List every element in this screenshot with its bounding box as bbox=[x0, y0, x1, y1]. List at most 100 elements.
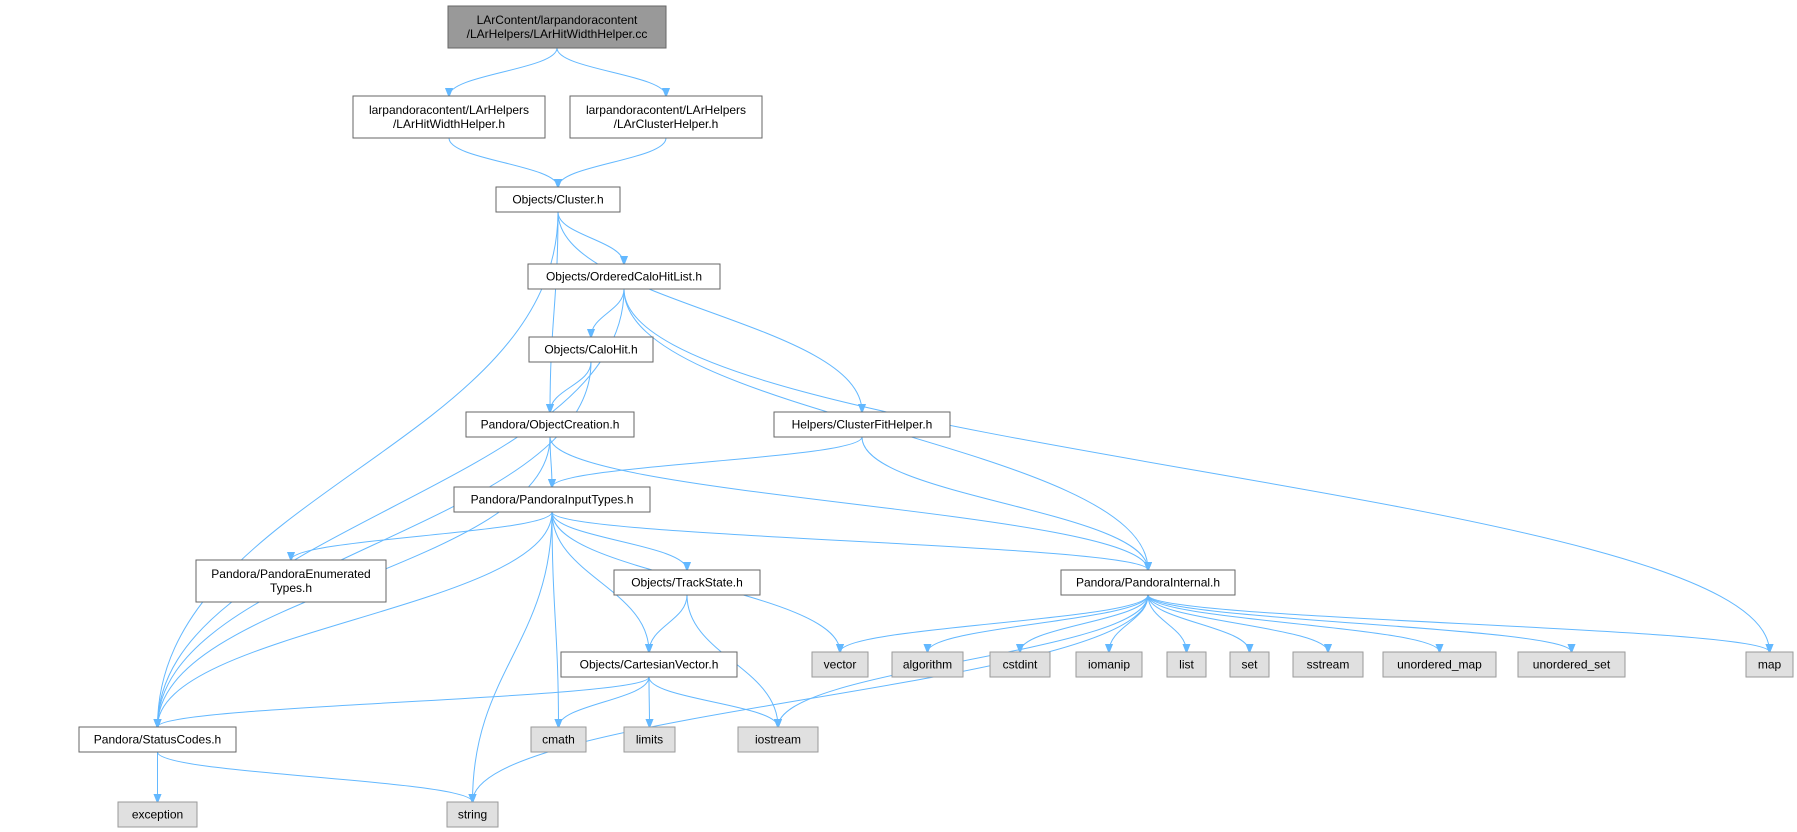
node-cmath: cmath bbox=[530, 726, 587, 753]
edge-input_types_h-to-string bbox=[473, 511, 553, 802]
node-label: sstream bbox=[1307, 658, 1350, 672]
node-label: LArContent/larpandoracontent bbox=[477, 13, 638, 27]
node-map: map bbox=[1745, 651, 1794, 678]
node-label: limits bbox=[636, 733, 663, 747]
edge-root-to-hitwidth_h bbox=[449, 47, 558, 96]
node-box bbox=[78, 726, 237, 753]
node-ordered-calohit-h[interactable]: Objects/OrderedCaloHitList.h bbox=[527, 263, 721, 290]
node-limits: limits bbox=[623, 726, 676, 753]
edge-pandora_internal_h-to-algorithm bbox=[928, 594, 1149, 652]
node-box bbox=[1745, 651, 1794, 678]
node-label: larpandoracontent/LArHelpers bbox=[586, 103, 746, 117]
node-label: /LArHelpers/LArHitWidthHelper.cc bbox=[467, 27, 648, 41]
edge-cluster_h-to-ordered_calohit_h bbox=[557, 211, 624, 264]
node-box bbox=[527, 263, 721, 290]
node-root[interactable]: LArContent/larpandoracontent/LArHelpers/… bbox=[447, 5, 667, 49]
node-label: Pandora/ObjectCreation.h bbox=[481, 418, 620, 432]
edge-pandora_internal_h-to-unordered_map bbox=[1147, 594, 1440, 652]
node-hitwidth-h[interactable]: larpandoracontent/LArHelpers/LArHitWidth… bbox=[352, 95, 546, 139]
edge-object_creation_h-to-input_types_h bbox=[550, 436, 552, 487]
node-label: Pandora/PandoraInternal.h bbox=[1076, 576, 1220, 590]
node-label: Objects/Cluster.h bbox=[512, 193, 603, 207]
node-box bbox=[811, 651, 869, 678]
node-algorithm: algorithm bbox=[891, 651, 964, 678]
node-input-types-h[interactable]: Pandora/PandoraInputTypes.h bbox=[453, 486, 651, 513]
node-box bbox=[530, 726, 587, 753]
node-label: Pandora/PandoraEnumerated bbox=[211, 567, 370, 581]
node-cartesian-vector-h[interactable]: Objects/CartesianVector.h bbox=[560, 651, 738, 678]
node-cluster-h[interactable]: Objects/Cluster.h bbox=[495, 186, 621, 213]
node-label: Objects/TrackState.h bbox=[631, 576, 743, 590]
edge-cartesian_vector_h-to-iostream bbox=[648, 676, 778, 727]
edge-input_types_h-to-track_state_h bbox=[551, 511, 687, 570]
edge-pandora_internal_h-to-sstream bbox=[1147, 594, 1328, 652]
edge-cluster_fit_helper_h-to-input_types_h bbox=[552, 436, 863, 487]
node-box bbox=[560, 651, 738, 678]
node-box bbox=[1060, 569, 1236, 596]
edge-pandora_internal_h-to-map bbox=[1147, 594, 1770, 652]
node-box bbox=[528, 336, 654, 363]
node-box bbox=[465, 411, 635, 438]
node-string: string bbox=[446, 801, 499, 828]
edge-cluster_h-to-cluster_fit_helper_h bbox=[557, 211, 862, 412]
nodes-layer: LArContent/larpandoracontent/LArHelpers/… bbox=[78, 5, 1794, 828]
node-box bbox=[495, 186, 621, 213]
node-box bbox=[1517, 651, 1626, 678]
node-label: string bbox=[458, 808, 487, 822]
node-label: /LArHitWidthHelper.h bbox=[393, 117, 505, 131]
node-box bbox=[446, 801, 499, 828]
node-calohit-h[interactable]: Objects/CaloHit.h bbox=[528, 336, 654, 363]
node-track-state-h[interactable]: Objects/TrackState.h bbox=[613, 569, 761, 596]
edge-hitwidth_h-to-cluster_h bbox=[448, 137, 558, 187]
node-label: Pandora/StatusCodes.h bbox=[94, 733, 221, 747]
edge-calohit_h-to-object_creation_h bbox=[550, 361, 592, 412]
node-sstream: sstream bbox=[1292, 651, 1364, 678]
node-box bbox=[1075, 651, 1143, 678]
node-box bbox=[447, 5, 667, 49]
edge-pandora_internal_h-to-vector bbox=[840, 594, 1149, 652]
edge-input_types_h-to-pandora_internal_h bbox=[551, 511, 1148, 570]
node-cluster-fit-helper-h[interactable]: Helpers/ClusterFitHelper.h bbox=[773, 411, 951, 438]
edge-ordered_calohit_h-to-calohit_h bbox=[591, 288, 625, 337]
node-unordered-map: unordered_map bbox=[1382, 651, 1497, 678]
node-label: larpandoracontent/LArHelpers bbox=[369, 103, 529, 117]
node-label: iostream bbox=[755, 733, 801, 747]
node-label: vector bbox=[824, 658, 857, 672]
node-cluster-helper-h[interactable]: larpandoracontent/LArHelpers/LArClusterH… bbox=[569, 95, 763, 139]
edge-cluster_fit_helper_h-to-pandora_internal_h bbox=[861, 436, 1148, 570]
edge-input_types_h-to-cmath bbox=[551, 511, 559, 727]
node-box bbox=[569, 95, 763, 139]
edge-object_creation_h-to-pandora_internal_h bbox=[549, 436, 1148, 570]
node-label: Pandora/PandoraInputTypes.h bbox=[471, 493, 634, 507]
node-box bbox=[891, 651, 964, 678]
node-label: Helpers/ClusterFitHelper.h bbox=[792, 418, 933, 432]
edge-cluster_h-to-object_creation_h bbox=[550, 211, 559, 412]
node-label: exception bbox=[132, 808, 183, 822]
edge-cluster_helper_h-to-cluster_h bbox=[558, 137, 667, 187]
node-status-codes-h[interactable]: Pandora/StatusCodes.h bbox=[78, 726, 237, 753]
edge-pandora_internal_h-to-unordered_set bbox=[1147, 594, 1572, 652]
edges-layer bbox=[158, 47, 1770, 802]
node-box bbox=[1166, 651, 1207, 678]
node-box bbox=[613, 569, 761, 596]
node-box bbox=[1382, 651, 1497, 678]
node-cstdint: cstdint bbox=[989, 651, 1051, 678]
node-label: cmath bbox=[542, 733, 575, 747]
node-label: map bbox=[1758, 658, 1782, 672]
edge-track_state_h-to-cartesian_vector_h bbox=[649, 594, 688, 652]
node-label: list bbox=[1179, 658, 1194, 672]
node-set: set bbox=[1229, 651, 1270, 678]
node-pandora-internal-h[interactable]: Pandora/PandoraInternal.h bbox=[1060, 569, 1236, 596]
node-label: unordered_set bbox=[1533, 658, 1611, 672]
node-object-creation-h[interactable]: Pandora/ObjectCreation.h bbox=[465, 411, 635, 438]
node-label: cstdint bbox=[1003, 658, 1038, 672]
node-label: Types.h bbox=[270, 581, 312, 595]
node-label: iomanip bbox=[1088, 658, 1130, 672]
edge-pandora_internal_h-to-set bbox=[1147, 594, 1250, 652]
node-label: algorithm bbox=[903, 658, 952, 672]
node-box bbox=[773, 411, 951, 438]
edge-pandora_internal_h-to-string bbox=[473, 594, 1149, 802]
edge-ordered_calohit_h-to-status_codes_h bbox=[158, 288, 625, 727]
